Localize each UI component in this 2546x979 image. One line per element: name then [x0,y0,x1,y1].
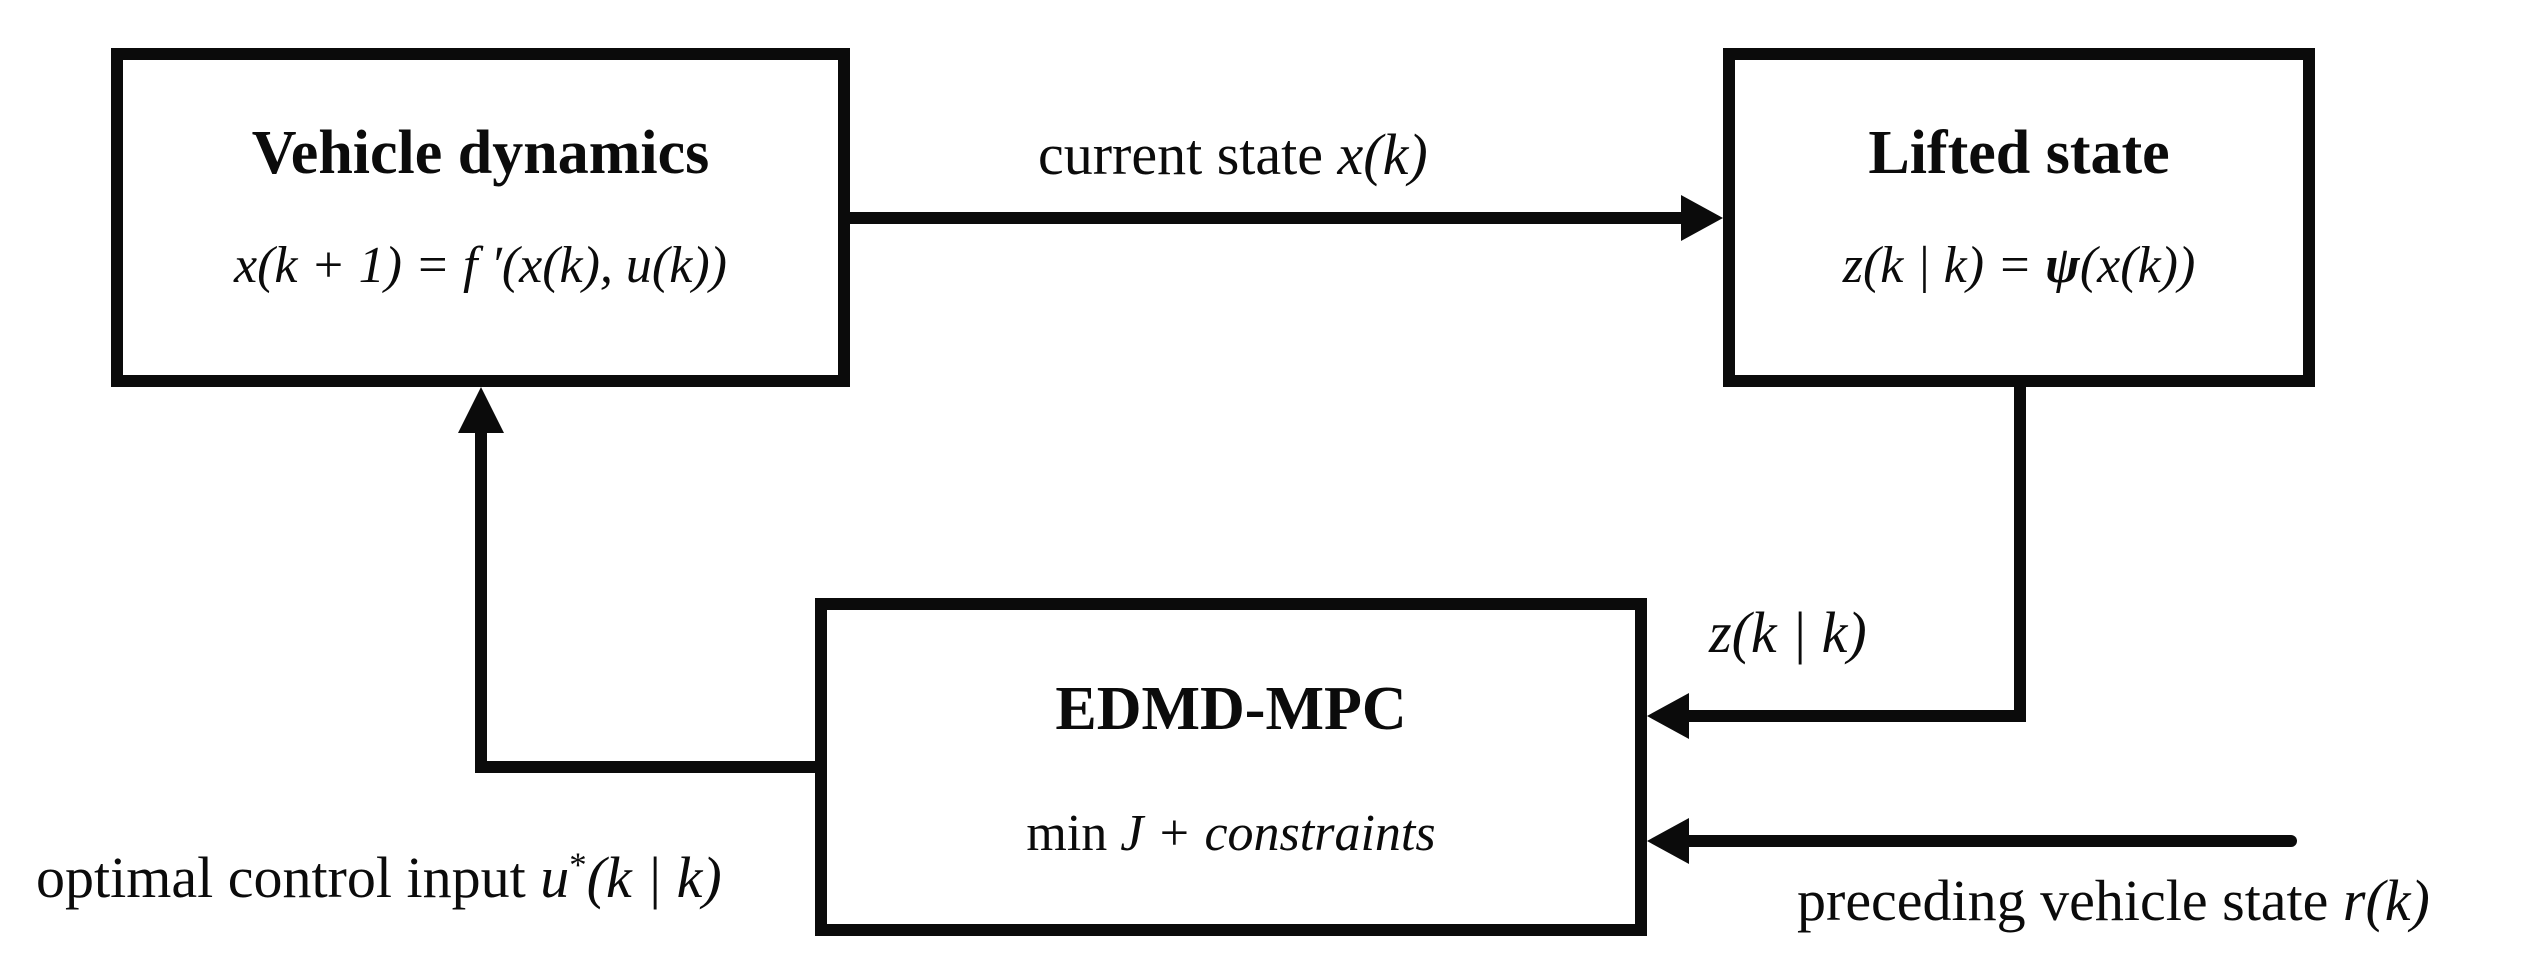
arrow-current-state-head-icon [1681,195,1723,241]
optimal-control-rest: (k | k) [586,845,722,910]
arrow-preceding-line [1685,835,2297,847]
vehicle-dynamics-equation: x(k + 1) = f ′(x(k), u(k)) [234,237,727,294]
current-state-math: x(k) [1337,122,1428,187]
preceding-math: r(k) [2342,868,2430,933]
preceding-label: preceding vehicle state r(k) [1797,868,2430,935]
edmd-mpc-title: EDMD-MPC [1055,675,1407,743]
edmd-mpc-box: EDMD-MPC min J + constraints [815,598,1647,936]
lifted-eq-left: z(k | k) = [1842,237,2046,294]
edmd-mpc-equation: min J + constraints [827,808,1635,860]
lifted-eq-psi: ψ [2045,237,2080,294]
optimal-control-label: optimal control input u*(k | k) [36,845,722,912]
optimal-control-var: u [540,845,570,910]
current-state-label: current state x(k) [1038,122,1428,189]
lifted-state-box: Lifted state z(k | k) = ψ(x(k)) [1723,48,2315,387]
arrow-optimal-head-icon [458,387,504,433]
arrow-lifted-feed-vertical [2014,387,2026,722]
lifted-eq-right: (x(k)) [2079,237,2196,294]
arrow-lifted-feed-horizontal [1685,710,2026,722]
lifted-state-title: Lifted state [1868,119,2170,187]
arrow-current-state-line [850,212,1688,224]
current-state-text: current state [1038,122,1338,187]
edmd-eq-min: min [1026,805,1121,862]
arrow-lifted-feed-head-icon [1647,693,1689,739]
arrow-preceding-head-icon [1647,818,1689,864]
arrow-optimal-vertical [475,428,487,773]
optimal-control-prefix: optimal control input [36,845,541,910]
optimal-control-sup: * [569,845,587,885]
vehicle-dynamics-title: Vehicle dynamics [251,119,710,187]
lifted-state-equation: z(k | k) = ψ(x(k)) [1735,240,2303,292]
vehicle-dynamics-box: Vehicle dynamics x(k + 1) = f ′(x(k), u(… [111,48,850,387]
edmd-eq-rest: J + constraints [1120,805,1436,862]
preceding-text: preceding vehicle state [1797,868,2343,933]
arrow-optimal-horizontal [481,761,815,773]
lifted-feed-label: z(k | k) [1709,600,1867,665]
